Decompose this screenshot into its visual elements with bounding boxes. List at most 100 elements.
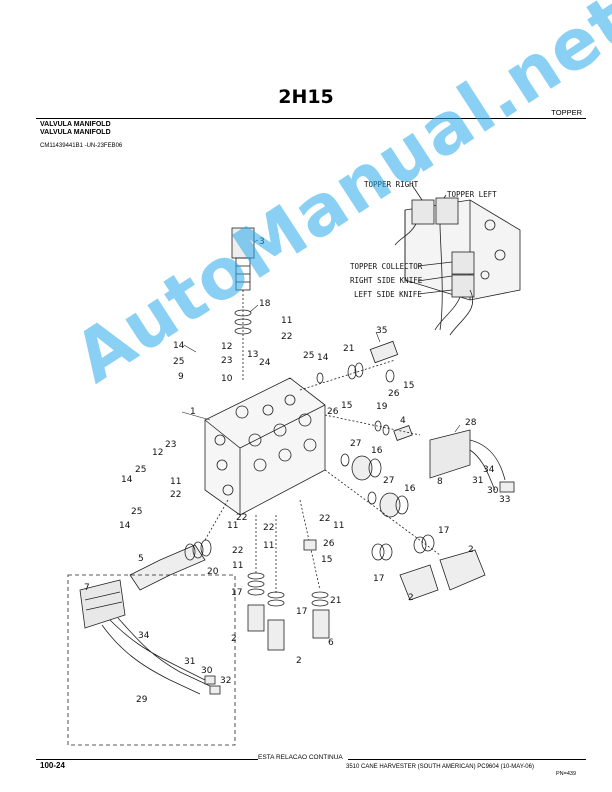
section-label: TOPPER xyxy=(551,108,582,117)
label-topper-collector: TOPPER COLLECTOR xyxy=(350,262,423,271)
page-title: 2H15 xyxy=(278,86,334,108)
callout-22d: 22 xyxy=(319,514,330,524)
exploded-parts-diagram: TOPPER RIGHT TOPPER LEFT TOPPER COLLECTO… xyxy=(67,180,521,746)
callout-29: 29 xyxy=(136,695,148,705)
callout-6: 6 xyxy=(328,638,334,648)
callout-22c: 22 xyxy=(236,513,247,523)
label-right-side-knife: RIGHT SIDE KNIFE xyxy=(350,276,423,285)
callout-26: 26 xyxy=(388,389,400,399)
callout-11d: 11 xyxy=(333,521,344,531)
page-number: 100-24 xyxy=(40,761,65,770)
part-title-line-1: VALVULA MANIFOLD xyxy=(40,121,111,128)
label-left-side-knife: LEFT SIDE KNIFE xyxy=(354,290,422,299)
callout-31: 31 xyxy=(472,476,483,486)
callout-23b: 23 xyxy=(165,440,176,450)
callout-34: 34 xyxy=(483,465,495,475)
callout-25d: 25 xyxy=(131,507,142,517)
callout-25: 25 xyxy=(173,357,184,367)
continues-note: ESTA RELACAO CONTINUA xyxy=(258,754,343,761)
callout-31b: 31 xyxy=(184,657,195,667)
connector-inset: TOPPER RIGHT TOPPER LEFT TOPPER COLLECTO… xyxy=(350,180,521,336)
callout-1: 1 xyxy=(190,407,196,417)
callout-25c: 25 xyxy=(135,465,146,475)
callout-30b: 30 xyxy=(201,666,213,676)
callout-2: 2 xyxy=(468,545,474,555)
label-topper-left: TOPPER LEFT xyxy=(447,190,497,199)
header-rule xyxy=(36,118,586,119)
callout-27: 27 xyxy=(350,439,361,449)
valve-3 xyxy=(231,227,255,380)
callout-26c: 26 xyxy=(323,539,335,549)
callout-22b: 22 xyxy=(170,490,181,500)
callout-16: 16 xyxy=(371,446,383,456)
callout-16b: 16 xyxy=(404,484,416,494)
callout-25b: 25 xyxy=(303,351,314,361)
callout-17b: 17 xyxy=(373,574,384,584)
callout-20: 20 xyxy=(207,567,219,577)
callout-14d: 14 xyxy=(119,521,131,531)
callout-12b: 12 xyxy=(152,448,163,458)
callout-17d: 17 xyxy=(296,607,307,617)
callout-13: 13 xyxy=(247,350,258,360)
part-title-line-2: VALVULA MANIFOLD xyxy=(40,129,111,136)
callout-3: 3 xyxy=(259,237,265,247)
callout-27b: 27 xyxy=(383,476,394,486)
callout-15c: 15 xyxy=(321,555,332,565)
callout-11b: 11 xyxy=(170,477,181,487)
callout-17: 17 xyxy=(438,526,449,536)
footer-rule-right xyxy=(348,759,586,760)
callout-11f: 11 xyxy=(232,561,243,571)
callout-22f: 22 xyxy=(232,546,243,556)
callout-21b: 21 xyxy=(330,596,341,606)
callout-14b: 14 xyxy=(317,353,329,363)
label-topper-right: TOPPER RIGHT xyxy=(364,180,419,189)
callout-26b: 26 xyxy=(327,407,339,417)
callout-17c: 17 xyxy=(231,588,242,598)
callout-28: 28 xyxy=(465,418,477,428)
plugs-16 xyxy=(340,453,409,518)
manifold-block xyxy=(204,377,326,516)
callout-15: 15 xyxy=(403,381,414,391)
valve-5 xyxy=(129,499,229,591)
callout-10: 10 xyxy=(221,374,233,384)
callout-33: 33 xyxy=(499,495,510,505)
callout-24: 24 xyxy=(259,358,271,368)
callout-5: 5 xyxy=(138,554,144,564)
callout-9: 9 xyxy=(178,372,184,382)
callout-19: 19 xyxy=(376,402,388,412)
callout-35: 35 xyxy=(376,326,387,336)
leader-lines xyxy=(181,239,461,433)
callout-14c: 14 xyxy=(121,475,133,485)
valves-2-bottom xyxy=(247,499,330,651)
valve-4 xyxy=(324,414,421,441)
image-reference: CM11439441B1 -UN-23FEB06 xyxy=(40,143,123,149)
solenoid-8 xyxy=(429,429,515,493)
callout-23: 23 xyxy=(221,356,232,366)
callout-15b: 15 xyxy=(341,401,352,411)
callout-32: 32 xyxy=(220,676,231,686)
callout-11e: 11 xyxy=(263,541,274,551)
callouts: 3 18 11 22 14 12 23 13 25 9 10 24 25 14 … xyxy=(84,237,510,705)
callout-34b: 34 xyxy=(138,631,150,641)
callout-30: 30 xyxy=(487,486,499,496)
footer-rule-left xyxy=(36,759,258,760)
callout-18: 18 xyxy=(259,299,271,309)
callout-12: 12 xyxy=(221,342,232,352)
callout-2b: 2 xyxy=(408,593,414,603)
callout-11: 11 xyxy=(281,316,292,326)
callout-22: 22 xyxy=(281,332,292,342)
harness-inset xyxy=(67,574,236,746)
callout-11c: 11 xyxy=(227,521,238,531)
callout-7: 7 xyxy=(84,583,90,593)
callout-8: 8 xyxy=(437,477,443,487)
callout-22e: 22 xyxy=(263,523,274,533)
callout-4: 4 xyxy=(400,416,406,426)
callout-2d: 2 xyxy=(296,656,302,666)
callout-21: 21 xyxy=(343,344,354,354)
valve-35 xyxy=(299,340,399,391)
callout-2c: 2 xyxy=(231,634,237,644)
callout-14: 14 xyxy=(173,341,185,351)
footer-code: PN=439 xyxy=(555,771,576,777)
footer-info: 3510 CANE HARVESTER (SOUTH AMERICAN) PC9… xyxy=(346,764,534,770)
valves-2-right xyxy=(324,469,486,601)
